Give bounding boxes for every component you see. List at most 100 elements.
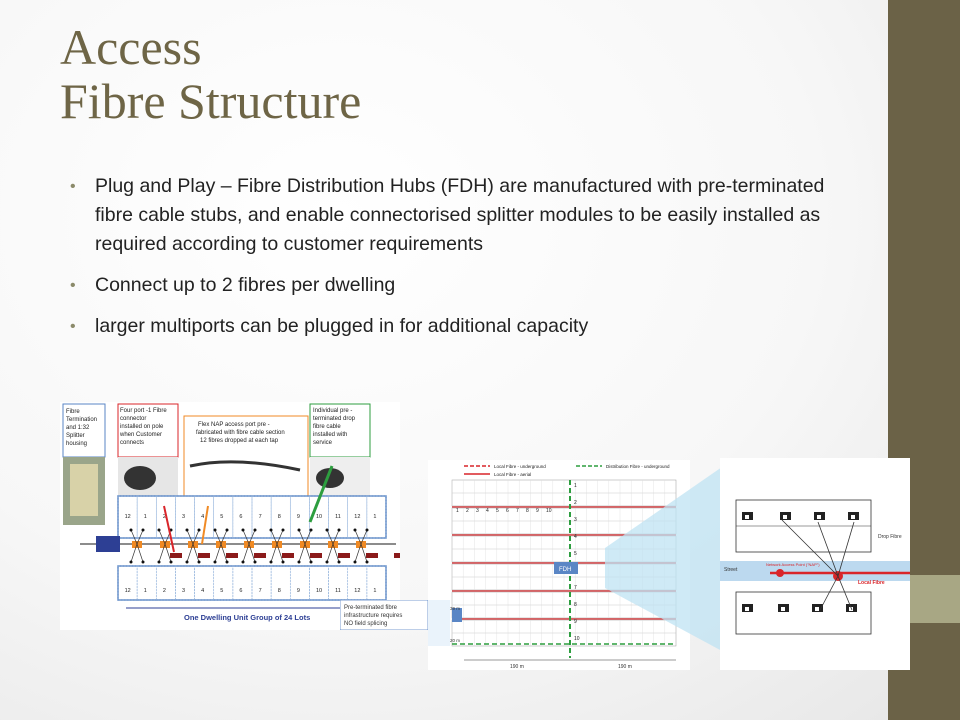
drop-point <box>281 528 285 532</box>
slide-title: Access Fibre Structure <box>60 20 361 128</box>
drop-point <box>157 560 161 564</box>
lot-number: 12 <box>125 588 131 594</box>
bullet-item: • Plug and Play – Fibre Distribution Hubs… <box>70 172 850 259</box>
svg-text:Pre-terminated fibre infra: Pre-terminated fibre infrastructure requ… <box>344 605 404 627</box>
bullet-item: • Connect up to 2 fibres per dwelling <box>70 271 850 300</box>
nap-block <box>254 553 266 558</box>
flex-nap-cable-photo <box>189 460 301 472</box>
lot-cell <box>309 565 329 601</box>
drop-point <box>197 528 201 532</box>
nap-block <box>198 553 210 558</box>
lot-cell <box>366 565 387 601</box>
lot-cell <box>136 495 157 539</box>
lot-cell <box>117 495 138 539</box>
lot-cell <box>194 565 215 601</box>
lot-number: 4 <box>201 588 204 594</box>
nap-block <box>310 553 322 558</box>
side-dim-20: 20 m <box>450 638 460 643</box>
drop-point <box>213 560 217 564</box>
splitter-enclosure-icon <box>96 536 120 552</box>
drop-line <box>781 519 839 577</box>
lot-number: 6 <box>506 508 509 514</box>
lot-number: 12 <box>354 514 360 520</box>
lot-cell <box>136 565 157 601</box>
lot-number: 12 <box>354 588 360 594</box>
lot-number: 6 <box>239 514 242 520</box>
drop-point <box>281 560 285 564</box>
drop-point <box>185 560 189 564</box>
callout-box-flex-nap <box>183 415 309 497</box>
row-number: 1 <box>574 483 577 489</box>
no-splicing-note: Pre-terminated fibre infrastructure requ… <box>340 600 428 630</box>
note-line-1: Pre-terminated fibre <box>344 605 398 611</box>
lot-number: 4 <box>486 508 489 514</box>
zoom-wedge <box>605 458 735 658</box>
drop-point <box>129 560 133 564</box>
lot-cell <box>270 495 291 539</box>
lot-number: 5 <box>220 514 223 520</box>
lot-cell <box>155 565 176 601</box>
bullet-list: • Plug and Play – Fibre Distribution Hubs… <box>70 172 850 353</box>
drop-point <box>325 528 329 532</box>
drop-point <box>157 528 161 532</box>
lot-number: 4 <box>201 514 204 520</box>
drop-point <box>241 560 245 564</box>
lot-number: 9 <box>536 508 539 514</box>
lot-number: 1 <box>144 514 147 520</box>
lot-number: 1 <box>456 508 459 514</box>
lot-number: 11 <box>335 588 341 594</box>
lot-number: 5 <box>220 588 223 594</box>
drop-point <box>309 528 313 532</box>
lot-number: 2 <box>163 588 166 594</box>
lot-number: 1 <box>144 588 147 594</box>
legend-distribution-underground: Distribution Fibre - underground <box>606 464 670 469</box>
callout-arrow-orange <box>201 505 209 545</box>
lot-cell <box>251 495 272 539</box>
drop-point <box>197 560 201 564</box>
nap-block <box>282 553 294 558</box>
lot-cell <box>175 495 195 539</box>
row-number: 3 <box>574 517 577 523</box>
lot-number: 8 <box>278 588 281 594</box>
drop-point <box>225 528 229 532</box>
callout-box-four-port <box>117 403 179 458</box>
lot-number: 7 <box>259 588 262 594</box>
dim-left: 190 m <box>510 664 524 670</box>
street-label: Street <box>724 567 738 573</box>
drop-point <box>337 560 341 564</box>
row-number: 5 <box>574 551 577 557</box>
nap-block <box>338 553 350 558</box>
lot-number: 3 <box>182 588 185 594</box>
drop-point <box>309 560 313 564</box>
drop-point <box>297 560 301 564</box>
drop-point <box>129 528 133 532</box>
lower-house-block <box>735 591 872 635</box>
lot-number: 11 <box>335 514 341 520</box>
bullet-dot-icon: • <box>70 277 76 294</box>
bullet-dot-icon: • <box>70 178 76 195</box>
street-band <box>720 561 910 581</box>
drop-point <box>325 560 329 564</box>
lot-cell <box>270 565 291 601</box>
title-line-1: Access <box>60 19 202 75</box>
bullet-dot-icon: • <box>70 318 76 335</box>
lot-number: 3 <box>476 508 479 514</box>
bullet-text: Connect up to 2 fibres per dwelling <box>95 274 396 296</box>
lot-number: 1 <box>373 588 376 594</box>
lot-cell <box>213 565 234 601</box>
lot-cell <box>289 565 310 601</box>
dim-right: 190 m <box>618 664 632 670</box>
bullet-text: Plug and Play – Fibre Distribution Hubs … <box>95 175 825 255</box>
note-line-3: NO field splicing <box>344 621 387 627</box>
callout-flex-nap-text: Flex NAP access port pre -fabricated wit… <box>196 422 285 444</box>
lot-cell <box>117 565 138 601</box>
lot-number: 10 <box>316 514 322 520</box>
lot-cell <box>366 495 387 539</box>
lot-cell <box>155 495 176 539</box>
nap-block <box>394 553 400 558</box>
fdh-box <box>554 562 578 574</box>
legend-local-aerial: Local Fibre - aerial <box>494 472 531 477</box>
row-number: 7 <box>574 585 577 591</box>
